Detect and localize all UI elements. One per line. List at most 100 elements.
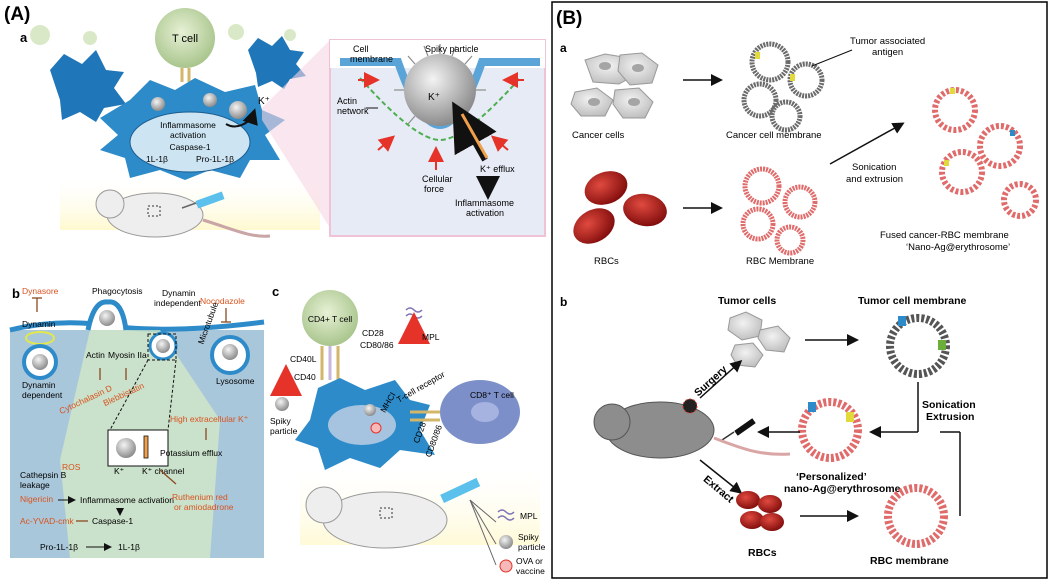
rbc-membrane-vesicle [884, 484, 948, 548]
svg-text:Nigericin: Nigericin [20, 494, 53, 504]
svg-text:Lysosome: Lysosome [216, 376, 255, 386]
svg-text:network: network [337, 106, 369, 116]
svg-text:force: force [424, 184, 444, 194]
svg-text:K⁺ channel: K⁺ channel [142, 466, 184, 476]
svg-text:vaccine: vaccine [516, 566, 545, 576]
svg-text:Inflammasome: Inflammasome [455, 198, 514, 208]
svg-text:MPL: MPL [422, 332, 440, 342]
svg-text:‘Nano-Ag@erythrosome’: ‘Nano-Ag@erythrosome’ [906, 242, 1010, 253]
svg-text:particle: particle [518, 542, 546, 552]
svg-text:nano-Ag@erythrosome: nano-Ag@erythrosome [784, 483, 901, 495]
t-cell [155, 8, 215, 68]
svg-text:Potassium efflux: Potassium efflux [160, 448, 223, 458]
t-cell-label: T cell [172, 33, 198, 45]
svg-text:RBCs: RBCs [748, 547, 777, 559]
svg-text:Dynasore: Dynasore [22, 286, 59, 296]
spiky-particle-icon [229, 101, 247, 119]
subpanel-a-a-label: a [20, 30, 28, 45]
svg-text:membrane: membrane [350, 54, 393, 64]
svg-text:Actin: Actin [86, 350, 105, 360]
svg-text:Tumor cell membrane: Tumor cell membrane [858, 295, 966, 307]
svg-text:Caspase-1: Caspase-1 [92, 516, 133, 526]
subpanel-a-c: c CD4+ T cell CD28 CD80/86 MPL CD40L CD4… [270, 284, 546, 576]
svg-text:Cathepsin B: Cathepsin B [20, 470, 67, 480]
svg-text:OVA or: OVA or [516, 556, 543, 566]
svg-text:Myosin IIa: Myosin IIa [108, 350, 147, 360]
svg-text:particle: particle [270, 426, 298, 436]
k-plus-label: K⁺ [258, 96, 270, 107]
rbc-membrane-vesicles [740, 166, 818, 256]
subpanel-a-b: b Dynasore Dynamin Dynamin dependent Pha… [9, 282, 265, 558]
svg-text:Sonication: Sonication [922, 399, 976, 411]
spiky-particle-legend-icon [499, 535, 513, 549]
tumor-cells-icon [727, 311, 791, 368]
svg-text:1L-1β: 1L-1β [118, 542, 140, 552]
mouse-icon [95, 189, 271, 238]
mouse-icon [593, 398, 791, 459]
syringe-icon [440, 477, 481, 503]
svg-text:RBCs: RBCs [594, 256, 619, 267]
svg-text:Tumor cells: Tumor cells [718, 295, 776, 307]
svg-text:CD80/86: CD80/86 [360, 340, 394, 350]
svg-text:Spiky: Spiky [270, 416, 292, 426]
svg-text:MPL: MPL [520, 511, 538, 521]
svg-text:and extrusion: and extrusion [846, 174, 903, 185]
panel-b-label: (B) [556, 8, 582, 29]
svg-text:b: b [560, 295, 567, 309]
svg-text:CD4+ T cell: CD4+ T cell [308, 314, 352, 324]
svg-text:K⁺: K⁺ [114, 466, 124, 476]
svg-text:b: b [12, 286, 20, 301]
subpanel-a-a: a T cell K⁺ Inflammasome activation Casp… [20, 8, 546, 238]
svg-text:CD40: CD40 [294, 372, 316, 382]
svg-text:ROS: ROS [62, 462, 81, 472]
svg-text:RBC membrane: RBC membrane [870, 555, 949, 567]
svg-text:K⁺: K⁺ [428, 92, 440, 103]
cancer-membrane-vesicles [741, 41, 825, 133]
svg-text:Surgery: Surgery [692, 363, 730, 399]
syringe-icon [721, 418, 756, 441]
cancer-cells-icon [570, 52, 659, 119]
svg-text:Ruthenium red: Ruthenium red [172, 492, 228, 502]
svg-text:Phagocytosis: Phagocytosis [92, 286, 143, 296]
svg-text:c: c [272, 284, 279, 299]
svg-text:Cell: Cell [353, 44, 369, 54]
svg-text:Extract: Extract [701, 473, 736, 505]
svg-text:Tumor associated: Tumor associated [850, 36, 925, 47]
svg-text:Spiky: Spiky [518, 532, 540, 542]
svg-text:Cancer cells: Cancer cells [572, 130, 625, 141]
svg-text:Extrusion: Extrusion [926, 411, 974, 423]
personalized-nano-vesicle [798, 398, 862, 462]
svg-text:T-cell receptor: T-cell receptor [395, 369, 447, 405]
cd4-t-cell [302, 290, 358, 346]
svg-text:RBC Membrane: RBC Membrane [746, 256, 814, 267]
svg-text:CD40L: CD40L [290, 354, 317, 364]
spiky-particle-icon [275, 397, 289, 411]
fused-membrane-vesicles [932, 87, 1039, 219]
rbcs-icon [736, 491, 784, 531]
svg-text:High extracellular K⁺: High extracellular K⁺ [170, 414, 248, 424]
mouse-icon [305, 486, 448, 549]
svg-text:Actin: Actin [337, 96, 357, 106]
svg-text:Cellular: Cellular [422, 174, 453, 184]
svg-text:leakage: leakage [20, 480, 50, 490]
svg-text:antigen: antigen [872, 47, 903, 58]
svg-text:CD28: CD28 [362, 328, 384, 338]
svg-text:independent: independent [154, 298, 201, 308]
ova-vaccine-icon [499, 559, 513, 573]
subpanel-b-b: b Tumor cells Tumor cell membrane Sonica… [560, 295, 976, 567]
svg-text:1L-1β: 1L-1β [146, 154, 168, 164]
svg-text:a: a [560, 41, 567, 55]
svg-text:Fused cancer-RBC membrane: Fused cancer-RBC membrane [880, 230, 1009, 241]
svg-text:Dynamin: Dynamin [22, 380, 56, 390]
svg-text:K⁺ efflux: K⁺ efflux [480, 164, 515, 174]
mpl-icon [497, 509, 515, 521]
tumor-membrane-vesicle [886, 314, 950, 378]
rbc-cells-icon [573, 171, 667, 244]
svg-text:Ac-YVAD-cmk: Ac-YVAD-cmk [20, 516, 74, 526]
dendritic-cell-small-right [248, 36, 306, 89]
svg-text:Pro-1L-1β: Pro-1L-1β [40, 542, 78, 552]
svg-text:Inflammasome: Inflammasome [160, 120, 216, 130]
subpanel-b-a: a Cancer cells Tumor associated antigen … [560, 36, 1039, 267]
svg-text:dependent: dependent [22, 390, 63, 400]
